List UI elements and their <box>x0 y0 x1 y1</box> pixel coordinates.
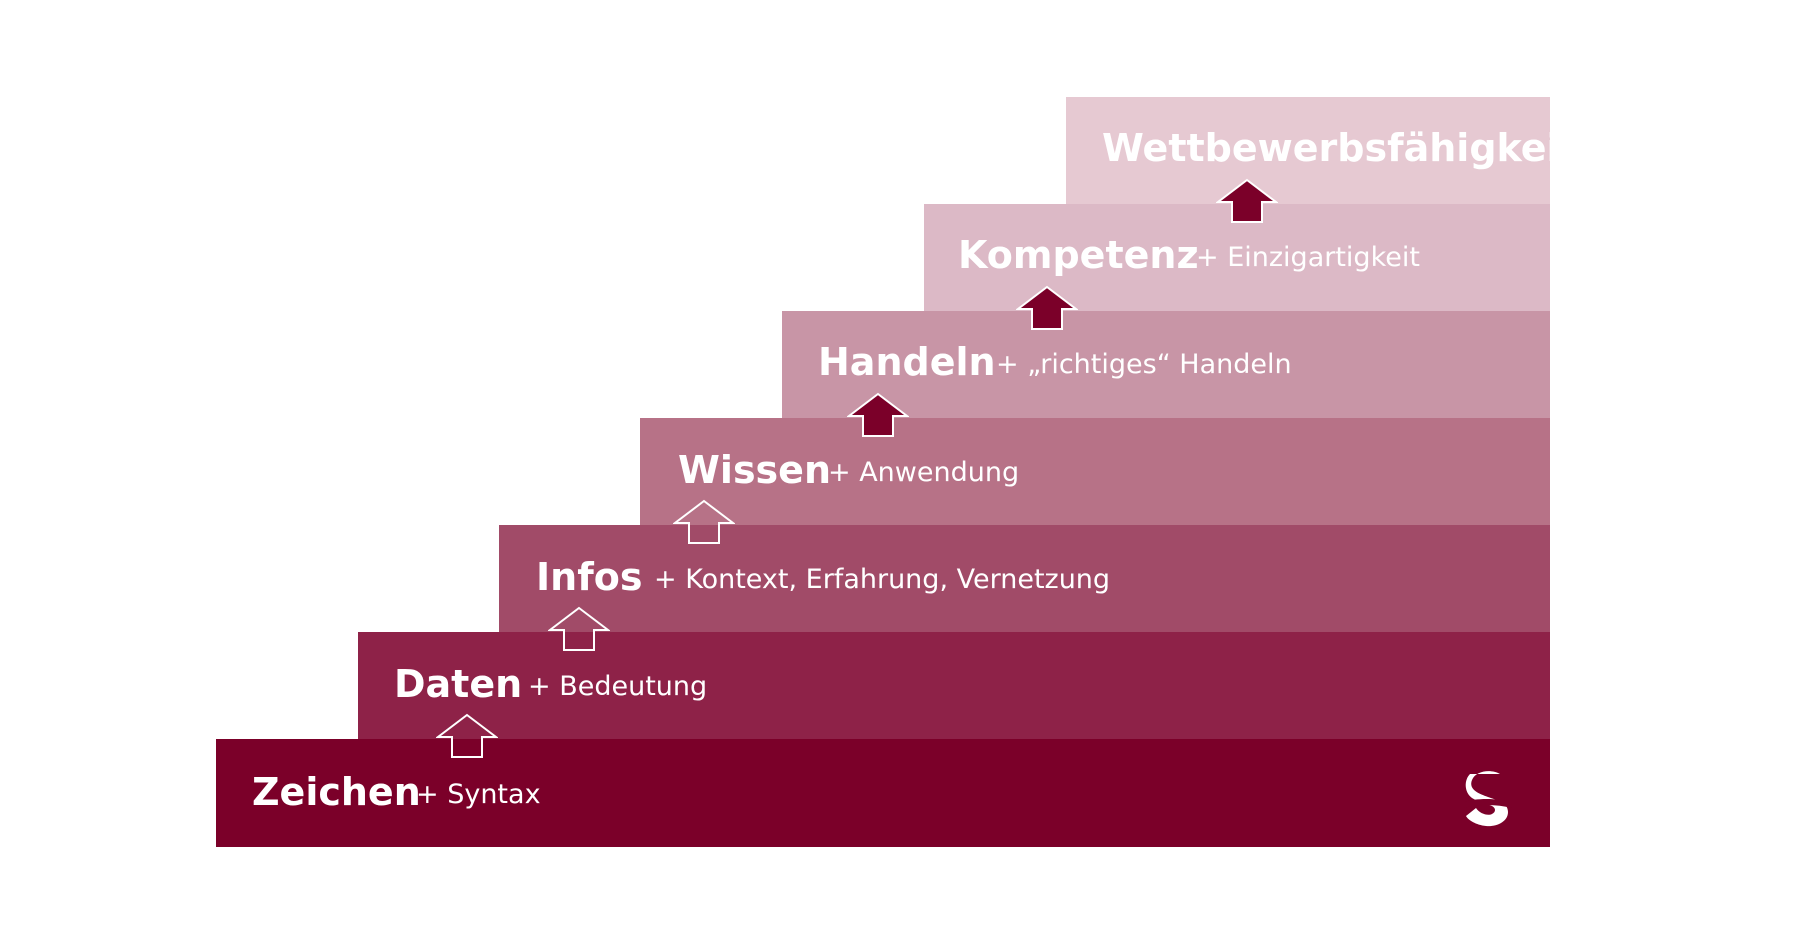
arrow-up-icon <box>673 499 735 544</box>
step-daten: Daten + Bedeutung <box>358 632 1550 740</box>
step-wissen: Wissen + Anwendung <box>640 418 1550 526</box>
step-title: Wissen <box>678 448 832 492</box>
step-infos: Infos + Kontext, Erfahrung, Vernetzung <box>499 525 1550 633</box>
step-title: Zeichen <box>252 770 421 814</box>
step-zeichen: Zeichen + Syntax <box>216 739 1550 847</box>
step-subtitle: + Syntax <box>416 779 541 810</box>
arrow-up-icon <box>1216 178 1278 223</box>
step-subtitle: + Einzigartigkeit <box>1196 242 1420 273</box>
step-title: Infos <box>536 555 643 599</box>
step-handeln: Handeln + „richtiges“ Handeln <box>782 311 1550 419</box>
step-wettbewerbsfaehigkeit: Wettbewerbsfähigkeit <box>1066 97 1578 205</box>
arrow-up-icon <box>847 392 909 437</box>
step-title: Kompetenz <box>958 233 1199 277</box>
step-subtitle: + „richtiges“ Handeln <box>996 349 1292 380</box>
step-title: Handeln <box>818 340 996 384</box>
arrow-up-icon <box>436 713 498 758</box>
arrow-up-icon <box>548 606 610 651</box>
arrow-up-icon <box>1016 285 1078 330</box>
step-title: Wettbewerbsfähigkeit <box>1102 126 1578 170</box>
s-logo-icon <box>1464 771 1512 827</box>
step-subtitle: + Kontext, Erfahrung, Vernetzung <box>654 564 1111 595</box>
step-title: Daten <box>394 662 523 706</box>
step-subtitle: + Bedeutung <box>528 671 708 702</box>
step-subtitle: + Anwendung <box>828 457 1020 488</box>
